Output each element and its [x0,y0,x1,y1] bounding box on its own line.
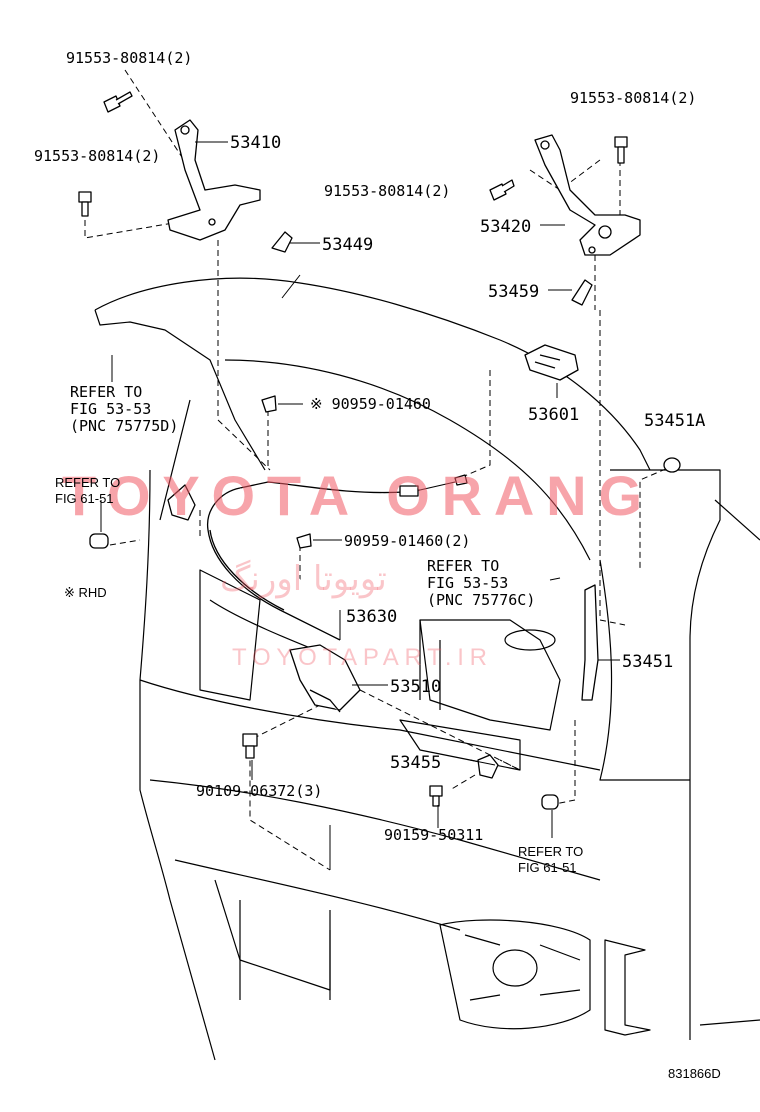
watermark-main: TOYOTA ORANG [62,464,642,527]
hinge-left-53410 [167,119,261,241]
bolt-icon [489,179,515,201]
label-bolt-mid-right: 91553-80814(2) [324,182,450,200]
label-bolt-mid-left: 91553-80814(2) [34,147,160,165]
label-bolt-top-right: 91553-80814(2) [570,89,696,107]
label-refer-5353-b-2: FIG 53-53 [427,574,508,592]
label-bolt-top-left: 91553-80814(2) [66,49,192,67]
label-refer-5353-a-2: FIG 53-53 [70,400,151,418]
label-refer-6151-right-1: REFER TO [518,844,583,859]
label-53451a: 53451A [644,411,705,431]
label-bolt-90109: 90109-06372(3) [196,782,322,800]
label-53451: 53451 [622,652,673,672]
label-refer-5353-a-3: (PNC 75775D) [70,417,178,435]
label-refer-6151-left-2: FIG 61-51 [55,491,114,506]
bolt-icon [103,91,133,113]
bolt-icon [242,733,258,759]
part-53601 [524,344,579,381]
label-53510: 53510 [390,677,441,697]
clamp-90959-mid [296,533,312,549]
hood-lock-53510 [289,644,361,713]
bolt-icon [429,785,443,807]
hood-stay-53451 [581,584,599,701]
label-hinge-left: 53410 [230,133,281,153]
label-leaders [100,141,620,870]
label-refer-6151-right-2: FIG 61-51 [518,860,577,875]
cushion-left [89,533,109,549]
bolt-icon [614,136,628,164]
bracket-left [167,484,196,521]
label-clamp-mid: 90959-01460(2) [344,532,470,550]
label-53630: 53630 [346,607,397,627]
label-rhd-note: ※ RHD [64,585,107,600]
bolt-icon [78,191,92,217]
hinge-right-53420 [534,134,641,256]
clip-53459 [571,279,593,306]
part-labels: 91553-80814(2) 91553-80814(2) 53410 5344… [34,49,721,1081]
label-refer-6151-left-1: REFER TO [55,475,120,490]
label-refer-5353-a-1: REFER TO [70,383,142,401]
cushion-53451a [663,457,681,473]
vehicle-body-outline [94,277,760,1061]
label-hinge-right: 53420 [480,217,531,237]
label-bolt-90159: 90159-50311 [384,826,483,844]
label-refer-5353-b-3: (PNC 75776C) [427,591,535,609]
clip-53449 [271,231,293,253]
cable-53630 [206,474,468,641]
cushion-right [541,794,559,810]
label-53601: 53601 [528,405,579,425]
drawing-code: 831866D [668,1066,721,1081]
label-refer-5353-b-1: REFER TO [427,557,499,575]
part-53455 [477,754,499,779]
watermark-farsi: تویوتا اورنگ [220,559,387,599]
clamp-90959 [261,395,277,413]
label-53455: 53455 [390,753,441,773]
label-clip-53449: 53449 [322,235,373,255]
label-clamp-top: ※ 90959-01460 [310,395,431,413]
label-clip-53459: 53459 [488,282,539,302]
watermark-url: TOYOTAPART.IR [232,644,487,671]
